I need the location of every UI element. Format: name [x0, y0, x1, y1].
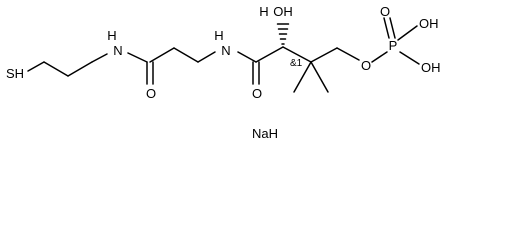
amide-nh-2-label: N [221, 43, 230, 58]
counterion-label: NaH [252, 126, 278, 141]
bond-c9-me2 [310, 61, 329, 93]
bond-c7-c8 [255, 46, 284, 63]
bond-c1-c2 [43, 61, 69, 77]
bond-c2-c3 [67, 61, 93, 77]
hashed-wedge-c8-oh [276, 23, 290, 45]
bond-c3-n1 [91, 53, 108, 63]
bond-c9-me1 [293, 61, 312, 93]
bond-c9-c10 [310, 47, 338, 63]
bond-o3-p [371, 51, 388, 63]
phosphoryl-o-label: O [380, 4, 390, 19]
hydroxyl-h-label: H [259, 4, 268, 19]
amide-nh-1-h-label: H [107, 28, 116, 43]
phosphate-oh-1-label: OH [419, 16, 439, 31]
bond-p-o4-a [383, 17, 390, 39]
hydroxyl-label: OH [273, 4, 293, 19]
ester-o-label: O [361, 58, 371, 73]
phosphate-oh-2-label: OH [421, 60, 441, 75]
bond-c8-c9 [282, 46, 312, 63]
phosphorus-label: P [389, 38, 398, 53]
bond-layer [27, 17, 420, 93]
carbonyl-o-1-label: O [146, 86, 156, 101]
bond-p-o4-b [389, 17, 396, 39]
atom-label-layer: SH H N O H N O H OH &1 O O P OH OH NaH [6, 4, 441, 141]
bond-s-c1 [27, 61, 45, 72]
carbonyl-o-2-label: O [252, 86, 262, 101]
amide-nh-1-label: N [113, 43, 122, 58]
stereo-descriptor: &1 [290, 58, 303, 69]
amide-nh-2-h-label: H [214, 28, 223, 43]
bond-n1-c4 [127, 52, 148, 63]
bond-p-oh1 [397, 25, 418, 41]
bond-c4-c5 [149, 47, 175, 63]
thiol-label: SH [6, 66, 24, 81]
bond-n2-c7 [237, 51, 257, 63]
pantetheine-phosphate-structure: SH H N O H N O H OH &1 O O P OH OH NaH [6, 4, 441, 141]
bond-c6-n2 [197, 51, 216, 63]
bond-c10-o3 [336, 47, 360, 61]
bond-p-oh2 [399, 51, 420, 65]
bond-c5-c6 [173, 47, 199, 63]
